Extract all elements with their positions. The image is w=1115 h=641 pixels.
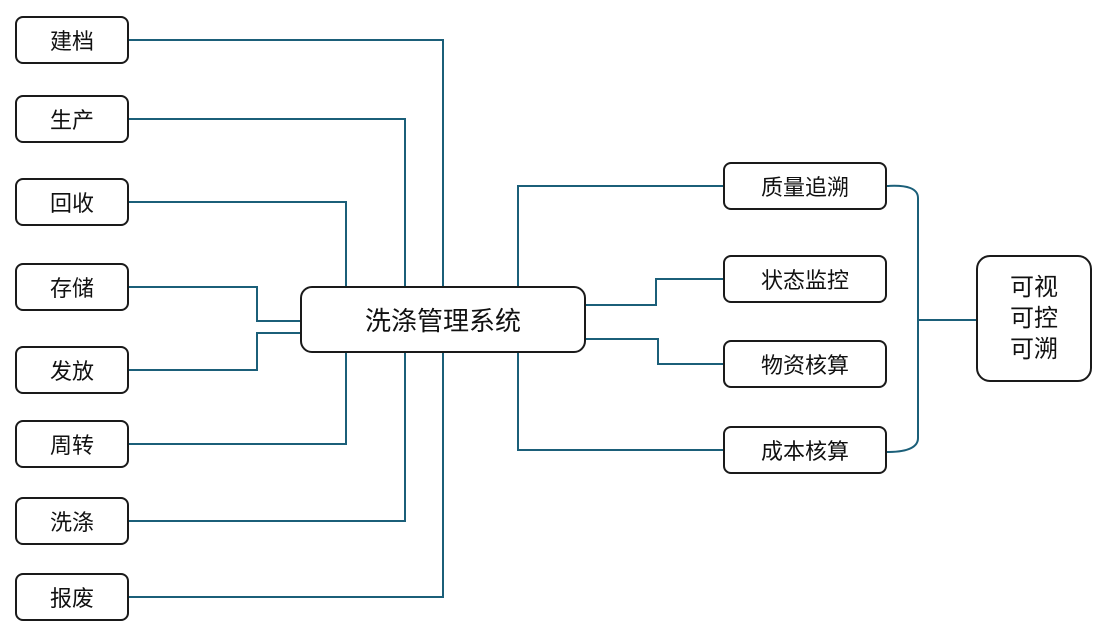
node-label: 物资核算 [760, 354, 849, 379]
node-cunchu: 存储 [15, 263, 129, 311]
connector-fafang [129, 332, 300, 371]
node-xidi: 洗涤 [15, 497, 129, 545]
center-node: 洗涤管理系统 [300, 286, 586, 353]
node-label: 状态监控 [760, 269, 849, 294]
node-zhouzhuan: 周转 [15, 420, 129, 468]
connector-cunchu [129, 286, 300, 322]
connector-zhuangtai [586, 278, 723, 306]
node-label: 成本核算 [760, 440, 849, 465]
goal-node: 可视 可控 可溯 [976, 255, 1092, 382]
connector-xidi [129, 353, 406, 522]
node-label: 发放 [49, 360, 94, 385]
node-fafang: 发放 [15, 346, 129, 394]
node-zhuangtai-jiankong: 状态监控 [723, 255, 887, 303]
node-label: 报废 [49, 587, 94, 612]
goal-line: 可视 [1010, 272, 1058, 301]
node-label: 存储 [49, 277, 94, 302]
node-chengben-hesuan: 成本核算 [723, 426, 887, 474]
connector-to-goal [886, 184, 976, 453]
connector-wuzi [586, 338, 723, 365]
node-label: 生产 [49, 109, 94, 134]
node-label: 周转 [49, 434, 94, 459]
connector-shengchan [129, 118, 406, 286]
node-label: 质量追溯 [760, 176, 849, 201]
node-jiandang: 建档 [15, 16, 129, 64]
connector-zhouzhuan [129, 353, 347, 445]
node-label: 洗涤 [49, 511, 94, 536]
node-huishou: 回收 [15, 178, 129, 226]
connector-chengben [517, 353, 723, 451]
node-baofei: 报废 [15, 573, 129, 621]
center-label: 洗涤管理系统 [364, 307, 521, 337]
node-label: 建档 [49, 30, 94, 55]
connector-baofei [129, 353, 444, 598]
node-label: 回收 [49, 192, 94, 217]
node-wuzi-hesuan: 物资核算 [723, 340, 887, 388]
goal-line: 可控 [1010, 303, 1058, 332]
connector-huishou [129, 201, 347, 286]
node-zhiliang-zhuisu: 质量追溯 [723, 162, 887, 210]
goal-line: 可溯 [1010, 335, 1058, 364]
connector-jiandang [129, 39, 444, 286]
node-shengchan: 生产 [15, 95, 129, 143]
connector-zhiliang [517, 185, 723, 286]
